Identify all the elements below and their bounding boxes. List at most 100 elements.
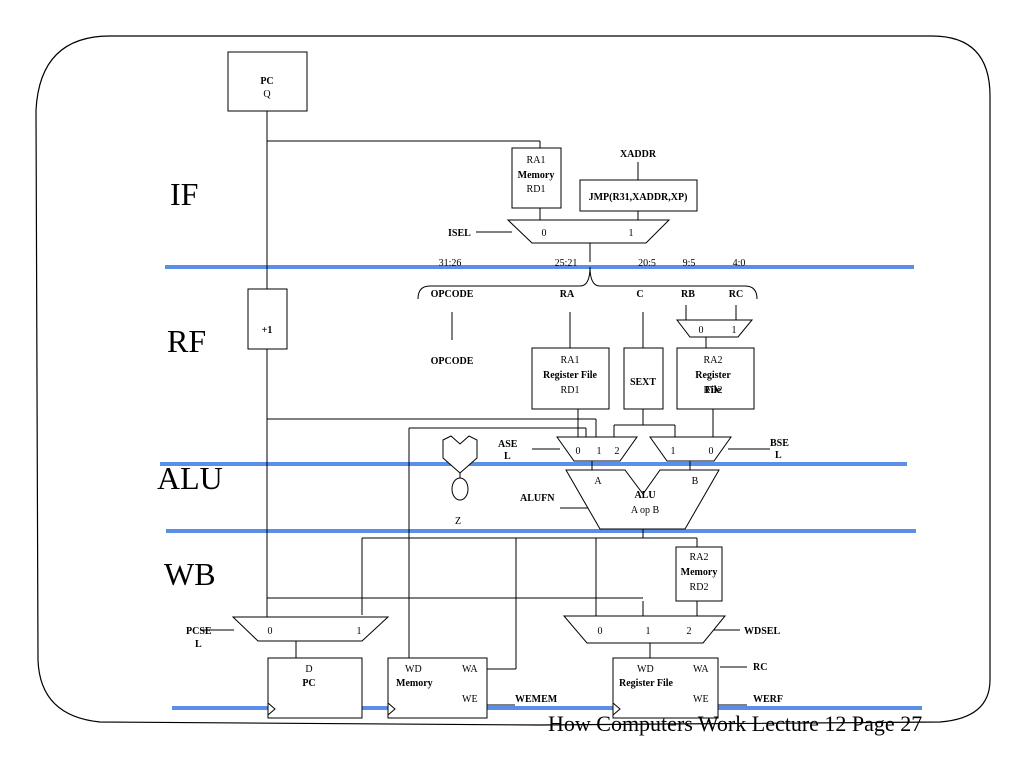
jmp-label: JMP(R31,XADDR,XP) <box>589 192 688 203</box>
pc-register-title: PC <box>260 76 273 87</box>
rbmux-in1: 1 <box>732 325 737 336</box>
pc-name-label: PC <box>302 678 315 689</box>
bsel-label1: BSE <box>770 438 789 449</box>
pcsel-label2: L <box>195 639 202 650</box>
wdsel-in0: 0 <box>598 626 603 637</box>
rf1-ra-label: RA1 <box>561 355 580 366</box>
bsel-in0: 0 <box>709 446 714 457</box>
plus-one-adder <box>247 288 288 350</box>
bits-9-5: 9:5 <box>683 258 696 269</box>
werf-label: WERF <box>753 694 783 705</box>
sext-label: SEXT <box>630 377 656 388</box>
pc-clock-icon <box>267 702 276 716</box>
plus-one-label: +1 <box>262 325 273 336</box>
asel-in0: 0 <box>576 446 581 457</box>
footer-text: How Computers Work Lecture 12 Page 27 <box>548 711 922 736</box>
dmem-wd-label: WD <box>405 664 422 675</box>
asel-in1: 1 <box>597 446 602 457</box>
rf2-rd-label: RD2 <box>704 385 723 396</box>
field-rb: RB <box>681 289 695 300</box>
rf2-name2-label: File <box>705 385 722 396</box>
zero-detect-label: Z <box>455 516 461 527</box>
wires <box>200 111 770 706</box>
rfw-we-label: WE <box>693 694 709 705</box>
bits-25-21: 25:21 <box>555 258 578 269</box>
asel-mux <box>556 436 638 462</box>
pc-d-label: D <box>305 664 312 675</box>
register-file-read2 <box>676 347 755 410</box>
asel-label2: L <box>504 451 511 462</box>
wdsel-label: WDSEL <box>744 626 780 637</box>
alu-input-a: A <box>594 476 602 487</box>
isel-mux <box>506 219 671 244</box>
pcsel-mux <box>231 616 390 642</box>
zero-detect-circle <box>451 477 469 501</box>
bits-31-26: 31:26 <box>439 258 462 269</box>
pc-register-write <box>267 657 363 719</box>
isel-in0: 0 <box>542 228 547 239</box>
rf2-ra-label: RA2 <box>704 355 723 366</box>
register-file-write <box>612 657 719 719</box>
rbmux-in0: 0 <box>699 325 704 336</box>
pc-register-q: Q <box>263 89 271 100</box>
dmem-ra-label: RA2 <box>690 552 709 563</box>
wdsel-in2: 2 <box>687 626 692 637</box>
rc-label: RC <box>753 662 767 673</box>
xaddr-label: XADDR <box>620 149 657 160</box>
alufn-label: ALUFN <box>520 493 555 504</box>
pcsel-label1: PCSE <box>186 626 212 637</box>
rfw-wd-label: WD <box>637 664 654 675</box>
bits-4-0: 4:0 <box>733 258 746 269</box>
rf1-name-label: Register File <box>543 370 598 381</box>
field-brace <box>417 266 758 300</box>
wdsel-mux <box>562 615 727 644</box>
pc-register <box>227 51 308 112</box>
pcsel-in1: 1 <box>357 626 362 637</box>
field-c: C <box>636 289 643 300</box>
dmem-wa-label: WA <box>462 664 478 675</box>
asel-label1: ASE <box>498 439 518 450</box>
zero-detect <box>442 435 478 474</box>
dmem-name-label: Memory <box>681 567 718 578</box>
bsel-label2: L <box>775 450 782 461</box>
isel-label: ISEL <box>448 228 471 239</box>
alu <box>565 469 720 530</box>
field-rc: RC <box>729 289 743 300</box>
slide-frame <box>35 35 991 726</box>
imem-ra-label: RA1 <box>527 155 546 166</box>
imem-rd-label: RD1 <box>527 184 546 195</box>
stage-wb-label: WB <box>164 556 216 592</box>
rf1-rd-label: RD1 <box>561 385 580 396</box>
pcsel-in0: 0 <box>268 626 273 637</box>
stage-if-label: IF <box>170 176 198 212</box>
dmem-write-name: Memory <box>396 678 433 689</box>
rf-clock-icon <box>612 702 621 716</box>
dmem-clock-icon <box>387 702 396 716</box>
alu-input-b: B <box>692 476 699 487</box>
data-memory-write <box>387 657 488 719</box>
register-file-read1 <box>531 347 610 410</box>
alu-name: ALU <box>634 490 655 501</box>
asel-in2: 2 <box>615 446 620 457</box>
bsel-mux <box>649 436 732 462</box>
stage-rf-label: RF <box>167 323 206 359</box>
stage-alu-label: ALU <box>157 460 223 496</box>
bits-20-5: 20:5 <box>638 258 656 269</box>
jmp-box <box>579 179 698 212</box>
rfw-wa-label: WA <box>693 664 709 675</box>
data-memory-read <box>675 546 723 602</box>
bsel-in1: 1 <box>671 446 676 457</box>
wdsel-in1: 1 <box>646 626 651 637</box>
isel-in1: 1 <box>629 228 634 239</box>
field-ra: RA <box>560 289 575 300</box>
dmem-rd-label: RD2 <box>690 582 709 593</box>
field-opcode: OPCODE <box>431 289 474 300</box>
rfw-name-label: Register File <box>619 678 674 689</box>
dmem-we-label: WE <box>462 694 478 705</box>
alu-op: A op B <box>631 505 660 516</box>
rf2-name1-label: Register <box>695 370 731 381</box>
rb-rc-mux <box>675 319 754 338</box>
wemem-label: WEMEM <box>515 694 558 705</box>
sext-box <box>623 347 664 410</box>
